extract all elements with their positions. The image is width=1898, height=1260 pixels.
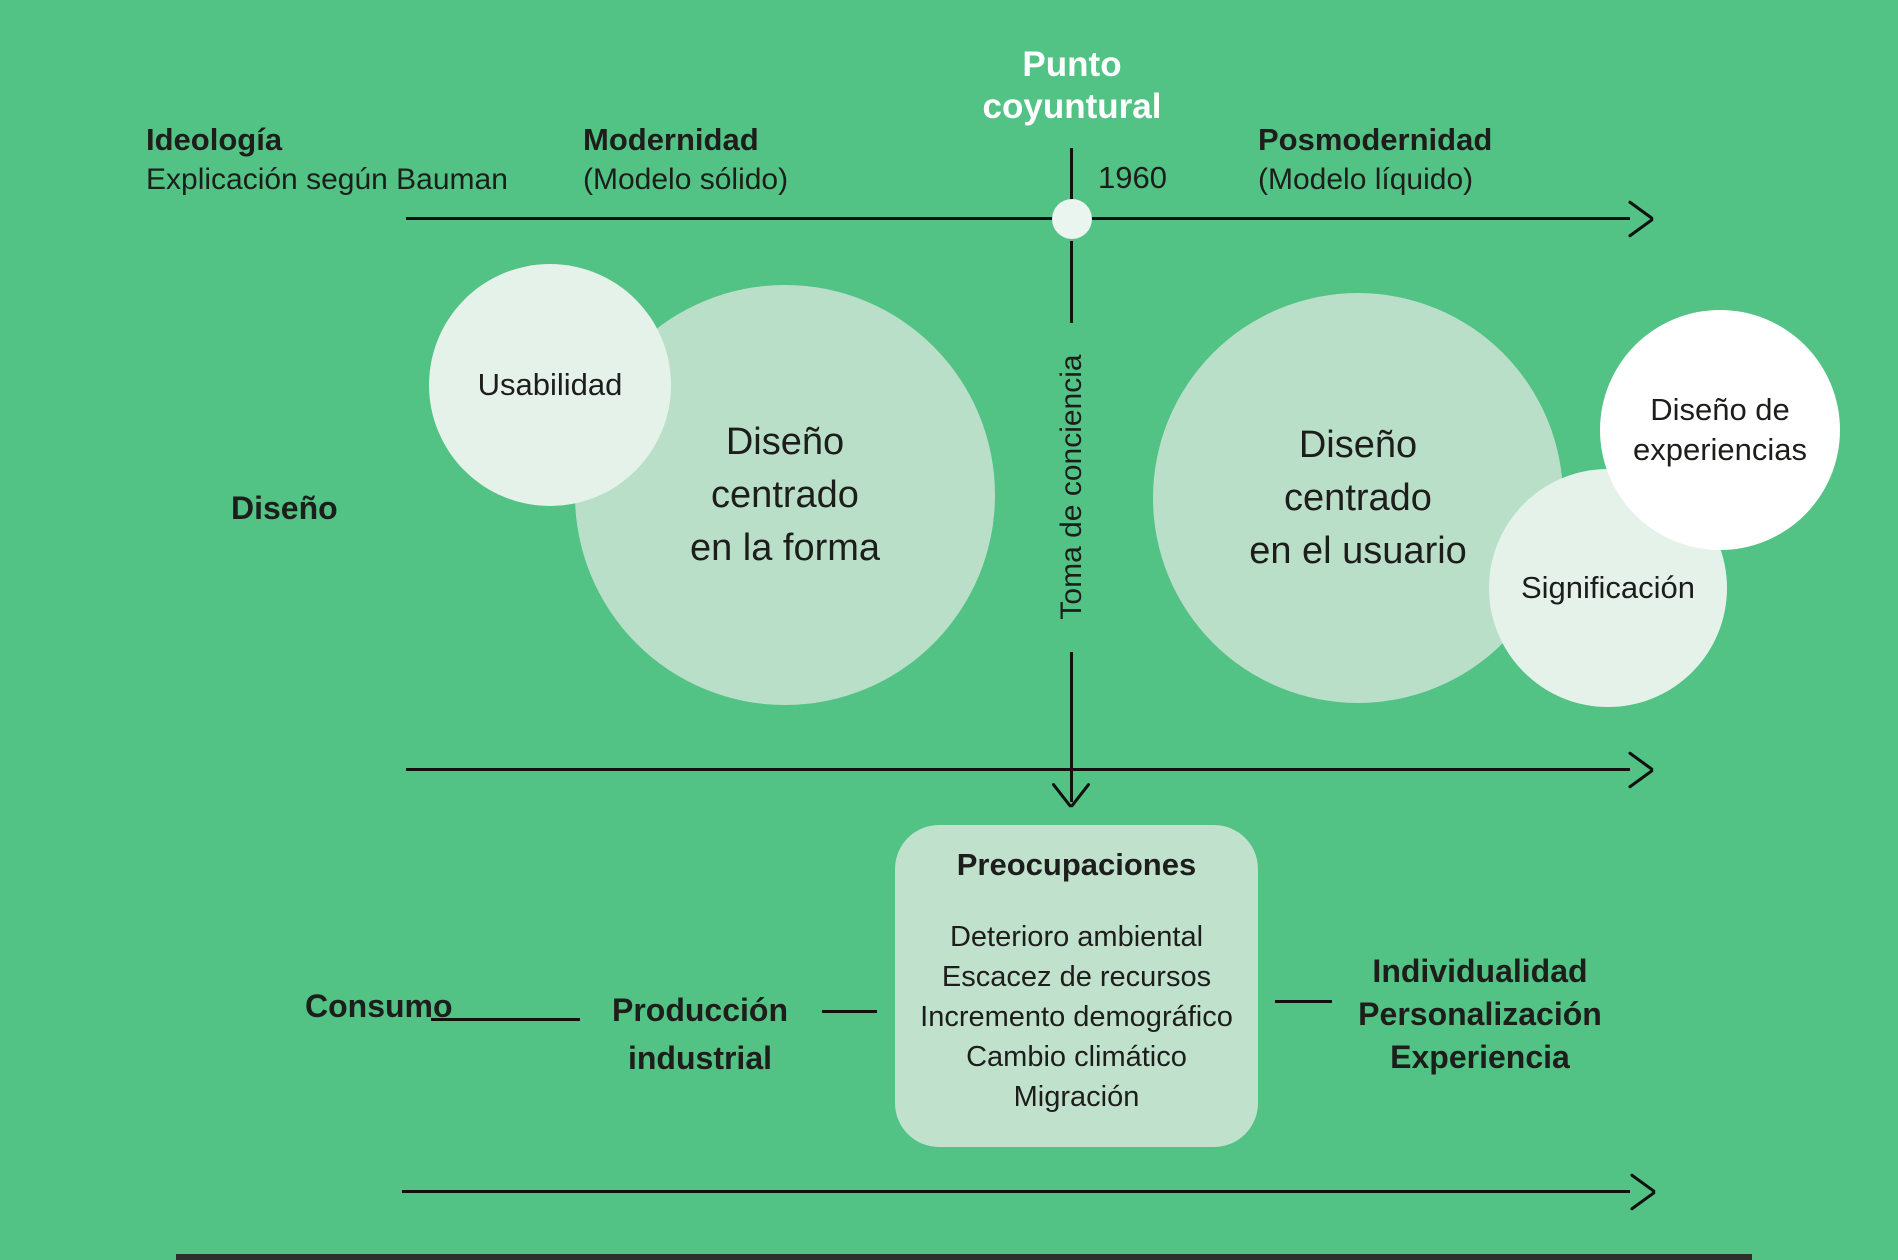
timeline-tick [1070,148,1073,200]
modernidad-subtitle: (Modelo sólido) [583,163,789,196]
list-item: Cambio climático [966,1041,1187,1073]
arrow-right-icon [1623,1175,1655,1209]
preocupaciones-box: Preocupaciones Deterioro ambiental Escac… [895,825,1258,1147]
connector-dash [1275,1000,1332,1003]
produccion-industrial-label: Producción industrial [611,992,789,1076]
posmodernidad-subtitle: (Modelo líquido) [1258,163,1474,196]
consumo-row-label: Consumo [305,988,453,1024]
circle-diseno-usuario: Diseño centrado en el usuario [1153,293,1563,703]
usabilidad-label: Usabilidad [477,367,623,402]
circle-diseno-forma-text: Diseño centrado en la forma [689,420,881,569]
individualidad-label: Individualidad Personalización Experienc… [1358,953,1602,1075]
modernidad-title: Modernidad [583,122,759,157]
connector-dash [431,1018,580,1021]
circle-usabilidad: Usabilidad [429,264,671,506]
ideologia-title: Ideología [146,122,283,157]
toma-de-conciencia-label: Toma de conciencia [1055,354,1088,620]
timeline-point-1960 [1052,199,1092,239]
circle-diseno-usuario-text: Diseño centrado en el usuario [1249,423,1467,572]
punto-coyuntural-label: Punto coyuntural [982,45,1162,126]
significacion-label: Significación [1520,570,1696,605]
circle-diseno-experiencias: Diseño de experiencias [1600,310,1840,550]
list-item: Escacez de recursos [941,961,1212,993]
bottom-edge-strip [176,1254,1752,1260]
bottom-timeline-line [402,1190,1630,1193]
list-item: Incremento demográfico [920,1001,1233,1033]
list-item: Deterioro ambiental [949,921,1204,953]
top-timeline-line [406,217,1630,220]
list-item: Migración [1013,1081,1140,1113]
ideologia-header: Ideología Explicación según Bauman [146,120,508,200]
awareness-axis-lower [1070,652,1073,802]
posmodernidad-header: Posmodernidad (Modelo líquido) [1258,120,1492,200]
ideologia-subtitle: Explicación según Bauman [146,163,508,196]
connector-dash [822,1010,877,1013]
preocupaciones-title: Preocupaciones [956,847,1197,882]
year-1960-label: 1960 [1098,160,1167,195]
diseno-experiencias-label: Diseño de experiencias [1632,392,1808,467]
diseno-row-label: Diseño [231,490,338,526]
arrow-right-icon [1621,753,1653,787]
modernidad-header: Modernidad (Modelo sólido) [583,120,788,200]
arrow-down-icon [1054,775,1088,807]
middle-timeline-line [406,768,1630,771]
posmodernidad-title: Posmodernidad [1258,122,1493,157]
awareness-axis-upper [1070,241,1073,323]
arrow-right-icon [1621,202,1653,236]
preocupaciones-items: Deterioro ambiental Escacez de recursos … [895,917,1258,1117]
